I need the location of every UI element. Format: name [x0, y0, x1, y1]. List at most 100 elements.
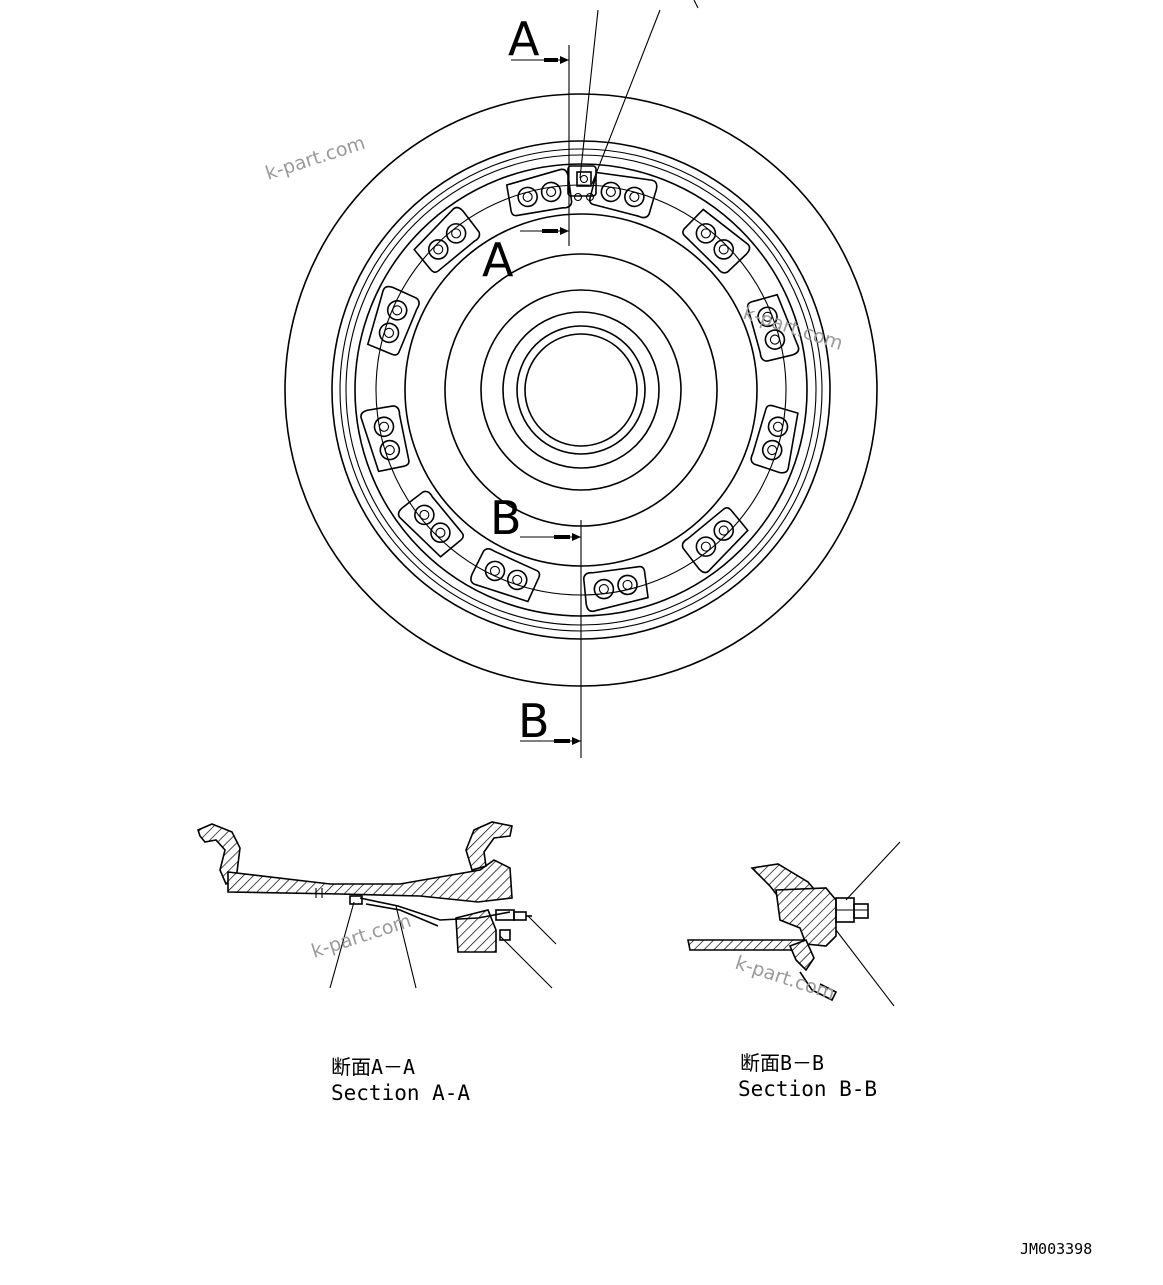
bolt-head	[695, 536, 717, 557]
bolt-center	[451, 228, 462, 239]
bolt-head	[506, 569, 528, 591]
bolt-center	[489, 565, 501, 576]
clamp-bolt	[835, 897, 869, 923]
bolt-center	[700, 541, 711, 552]
bolt-head	[378, 322, 400, 344]
section-b-b-view: 断面B－B Section B-B	[687, 841, 901, 1101]
watermark: k-part.com	[732, 952, 837, 1005]
bolt-center	[767, 444, 778, 456]
wheel-front-view: A A B B	[284, 0, 878, 758]
section-marker-b-bottom: B	[518, 694, 550, 748]
bolt-head	[617, 574, 638, 596]
bolt-head	[386, 300, 408, 321]
hub-bore	[524, 333, 638, 447]
clamp-lug	[589, 171, 658, 219]
bolt-head	[517, 186, 538, 208]
drawing-number: JM003398	[1020, 1240, 1092, 1258]
clamp-lug	[470, 547, 541, 603]
clamp-lug-group	[360, 168, 800, 613]
clamp-lug	[397, 490, 464, 558]
section-marker-b-inner: B	[490, 491, 522, 545]
leader-line	[693, 0, 699, 9]
clamp-lug	[746, 293, 800, 362]
leader-line	[591, 9, 661, 185]
clamp-lug	[750, 404, 799, 474]
section-cut-b: B B	[490, 491, 582, 758]
bolt-head	[764, 329, 786, 350]
clamp-lug	[505, 168, 573, 217]
disc-circle	[444, 253, 718, 527]
hub-ring-inner	[516, 325, 646, 455]
bolt-center	[546, 186, 557, 197]
bolt-head	[713, 520, 735, 541]
bolt-head	[379, 439, 401, 461]
bolt-head	[767, 416, 789, 438]
bolt-head	[713, 239, 735, 260]
bolt-center	[419, 509, 430, 520]
bolt-center	[435, 527, 446, 538]
bolt-head	[484, 560, 506, 582]
bolt-center	[605, 186, 616, 197]
hub-ring-mid	[502, 311, 660, 469]
rim-ring-5	[404, 213, 758, 567]
bolt-head	[600, 181, 622, 203]
section-marker-a-top: A	[508, 12, 540, 66]
bolt-center	[512, 574, 523, 585]
hub-ring-outer	[480, 289, 682, 491]
bolt-head	[757, 306, 778, 328]
bolt-center	[762, 311, 773, 322]
bolt-head	[695, 223, 717, 244]
valve-stem	[495, 909, 532, 941]
bolt-head	[593, 578, 615, 600]
bolt-center	[718, 244, 729, 255]
bolt-head	[430, 522, 451, 544]
watermark: k-part.com	[263, 132, 368, 185]
caption-section-a-jp: 断面A－A	[331, 1055, 415, 1079]
watermark: k-part.com	[309, 910, 414, 963]
bolt-center	[700, 228, 711, 239]
bolt-center	[392, 305, 403, 316]
clamp-lug	[681, 507, 749, 574]
leader-line	[499, 935, 553, 989]
bolt-head	[445, 223, 467, 244]
rim-flange-right	[465, 821, 513, 871]
rim-lower-profile	[788, 938, 815, 972]
caption-section-b-en: Section B-B	[738, 1077, 877, 1101]
bolt-head	[414, 504, 435, 526]
clamp-lug	[360, 405, 410, 473]
bolt-center	[433, 244, 444, 255]
leader-line	[395, 905, 417, 989]
caption-section-b-jp: 断面B－B	[740, 1051, 824, 1075]
bolt-center	[718, 525, 729, 536]
leader-line	[835, 929, 895, 1007]
leader-line	[579, 9, 599, 179]
leader-line	[527, 915, 557, 945]
section-cut-a: A A	[482, 12, 570, 287]
disc-lower	[455, 909, 497, 953]
bolt-head	[373, 416, 395, 438]
bolt-center	[383, 327, 395, 338]
bolt-center	[598, 584, 609, 595]
clamp-lug	[413, 206, 481, 273]
bolt-center	[772, 421, 784, 432]
rim-flange-left	[197, 823, 241, 886]
bolt-head	[624, 186, 645, 208]
caption-section-a-en: Section A-A	[331, 1081, 470, 1105]
clamp-lug	[582, 565, 649, 613]
clamp-lug	[682, 208, 751, 274]
bolt-head	[540, 181, 562, 203]
clamp-lug	[366, 285, 420, 356]
section-marker-a-inner: A	[482, 233, 514, 287]
bolt-center	[378, 421, 390, 432]
section-a-a-view: 断面A－A Section A-A	[197, 821, 557, 1105]
bolt-head	[761, 439, 783, 461]
bolt-center	[629, 191, 640, 202]
bolt-center	[384, 444, 395, 456]
clamp-block	[775, 887, 837, 947]
valve-assembly	[567, 165, 597, 202]
bolt-center	[769, 334, 780, 345]
rim-base	[227, 859, 513, 903]
leader-line	[329, 901, 355, 989]
leader-line	[845, 841, 901, 901]
